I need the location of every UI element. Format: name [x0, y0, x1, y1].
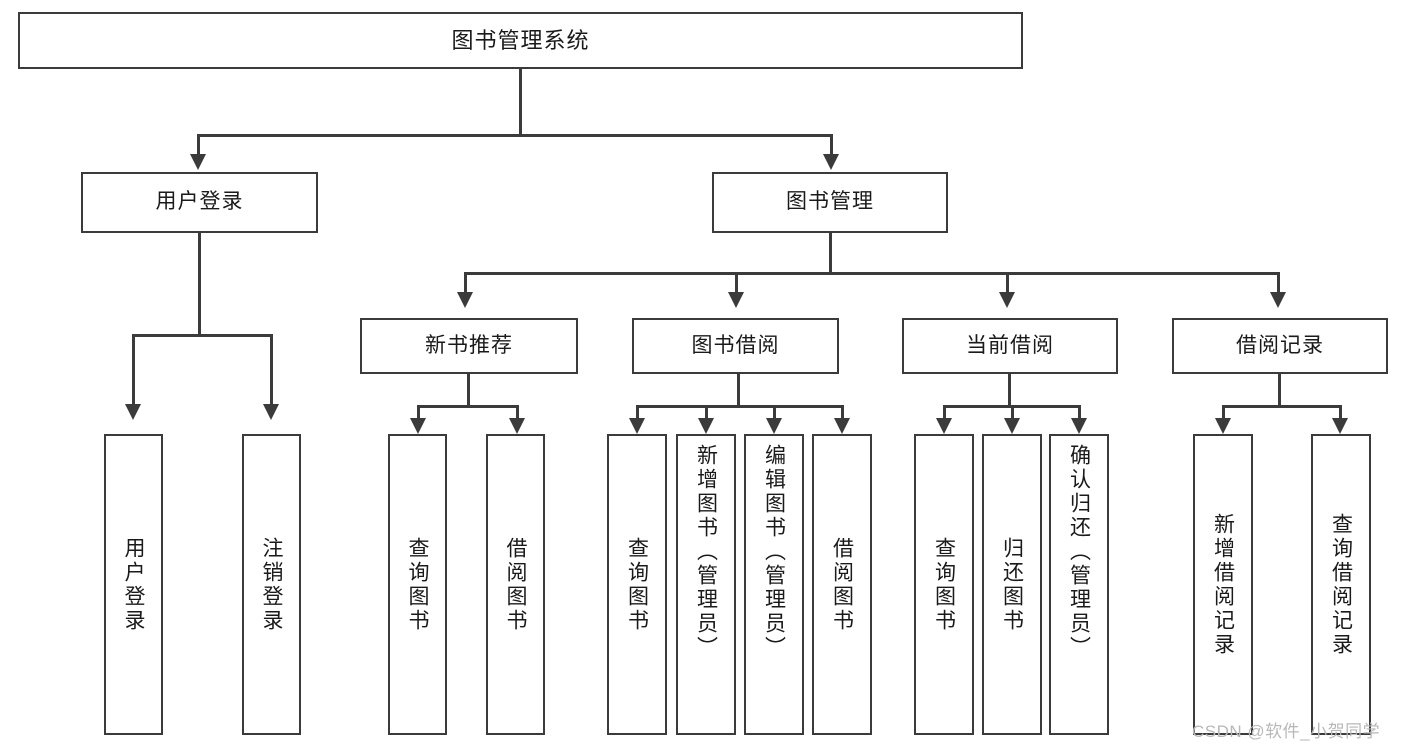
node-book-borrow[interactable]: 图书借阅 [632, 318, 839, 374]
node-label: 图书管理 [786, 190, 874, 214]
node-leaf-query-book-current[interactable]: 查询图书 [914, 434, 974, 735]
edge-new-book-recommend-to-leaf-2 [516, 405, 519, 421]
edge-book-borrow-stem [737, 374, 740, 408]
node-label: 图书借阅 [691, 333, 780, 357]
node-leaf-edit-book-admin[interactable]: 编辑图书（管理员） [744, 434, 804, 735]
edge-root-stem [519, 69, 522, 136]
arrowhead-book-management-to-level2-3 [999, 292, 1015, 308]
edge-book-borrow-to-leaf-4 [841, 405, 844, 421]
node-label: 借阅图书 [504, 536, 528, 633]
edge-book-borrow-to-leaf-3 [773, 405, 776, 421]
node-label: 新增借阅记录 [1211, 512, 1235, 657]
node-leaf-borrow-book[interactable]: 借阅图书 [812, 434, 872, 735]
edge-new-book-recommend-stem [467, 374, 470, 408]
node-label: 查询借阅记录 [1329, 512, 1353, 657]
arrowhead-book-borrow-to-leaf-4 [834, 418, 850, 434]
edge-book-management-to-level2-4 [1277, 272, 1280, 294]
edge-user-login-stem [198, 233, 201, 337]
node-label: 用户登录 [155, 190, 244, 214]
arrowhead-book-borrow-to-leaf-3 [766, 418, 782, 434]
node-book-management[interactable]: 图书管理 [712, 172, 948, 233]
node-leaf-logout[interactable]: 注销登录 [242, 434, 301, 735]
node-label: 新书推荐 [425, 333, 513, 357]
edge-book-borrow-split-bar [636, 405, 844, 408]
arrowhead-root-to-user-login [190, 154, 206, 170]
edge-user-login-to-leaf-1 [132, 334, 135, 406]
arrowhead-book-borrow-to-leaf-2 [698, 418, 714, 434]
arrowhead-user-login-to-leaf-2 [263, 404, 279, 420]
edge-root-to-user-login [197, 134, 200, 158]
edge-borrow-record-to-leaf-1 [1222, 405, 1225, 421]
node-leaf-user-login[interactable]: 用户登录 [104, 434, 163, 735]
edge-book-borrow-to-leaf-2 [705, 405, 708, 421]
edge-book-management-to-level2-3 [1006, 272, 1009, 294]
edge-new-book-recommend-split-bar [417, 405, 519, 408]
node-leaf-confirm-return-admin[interactable]: 确认归还（管理员） [1049, 434, 1109, 735]
arrowhead-book-borrow-to-leaf-1 [629, 418, 645, 434]
arrowhead-borrow-record-to-leaf-1 [1215, 418, 1231, 434]
node-leaf-borrow-book-recommend[interactable]: 借阅图书 [486, 434, 545, 735]
edge-book-management-split-bar [464, 272, 1280, 275]
node-label: 图书管理系统 [451, 27, 590, 53]
edge-root-split-bar [197, 134, 833, 137]
node-label: 借阅记录 [1236, 333, 1324, 357]
edge-current-borrow-to-leaf-2 [1011, 405, 1014, 421]
node-leaf-add-borrow-record[interactable]: 新增借阅记录 [1193, 434, 1253, 735]
edge-new-book-recommend-to-leaf-1 [417, 405, 420, 421]
arrowhead-user-login-to-leaf-1 [125, 404, 141, 420]
edge-borrow-record-to-leaf-2 [1339, 405, 1342, 421]
node-label: 借阅图书 [830, 536, 854, 633]
arrowhead-current-borrow-to-leaf-3 [1071, 418, 1087, 434]
node-label: 编辑图书（管理员） [762, 444, 786, 660]
node-leaf-query-book-borrow[interactable]: 查询图书 [607, 434, 667, 735]
edge-book-management-to-level2-2 [735, 272, 738, 294]
arrowhead-root-to-book-management [823, 154, 839, 170]
edge-book-management-stem [829, 233, 832, 275]
arrowhead-new-book-recommend-to-leaf-2 [509, 418, 525, 434]
edge-current-borrow-to-leaf-3 [1078, 405, 1081, 421]
node-label: 查询图书 [625, 536, 649, 633]
node-new-book-recommend[interactable]: 新书推荐 [360, 318, 578, 374]
edge-book-management-to-level2-1 [464, 272, 467, 294]
node-label: 归还图书 [1000, 536, 1024, 633]
node-leaf-query-borrow-record[interactable]: 查询借阅记录 [1311, 434, 1371, 735]
edge-current-borrow-to-leaf-1 [943, 405, 946, 421]
edge-user-login-to-leaf-2 [270, 334, 273, 406]
node-leaf-query-book-recommend[interactable]: 查询图书 [388, 434, 447, 735]
edge-borrow-record-split-bar [1222, 405, 1342, 408]
node-user-login[interactable]: 用户登录 [81, 172, 318, 233]
node-leaf-add-book-admin[interactable]: 新增图书（管理员） [676, 434, 736, 735]
node-label: 用户登录 [122, 536, 146, 633]
arrowhead-current-borrow-to-leaf-2 [1004, 418, 1020, 434]
csdn-watermark: CSDN @软件_小贺同学 [1192, 722, 1381, 741]
edge-book-borrow-to-leaf-1 [636, 405, 639, 421]
node-borrow-record[interactable]: 借阅记录 [1172, 318, 1388, 374]
arrowhead-current-borrow-to-leaf-1 [936, 418, 952, 434]
arrowhead-book-management-to-level2-4 [1270, 292, 1286, 308]
node-leaf-return-book[interactable]: 归还图书 [982, 434, 1042, 735]
node-label: 查询图书 [932, 536, 956, 633]
node-label: 新增图书（管理员） [694, 444, 718, 660]
arrowhead-borrow-record-to-leaf-2 [1332, 418, 1348, 434]
node-label: 查询图书 [406, 536, 430, 633]
arrowhead-book-management-to-level2-1 [457, 292, 473, 308]
node-root-book-management-system[interactable]: 图书管理系统 [18, 12, 1023, 69]
node-label: 确认归还（管理员） [1067, 444, 1091, 660]
edge-user-login-split-bar [132, 334, 273, 337]
edge-borrow-record-stem [1278, 374, 1281, 408]
arrowhead-new-book-recommend-to-leaf-1 [410, 418, 426, 434]
node-current-borrow[interactable]: 当前借阅 [902, 318, 1118, 374]
node-label: 当前借阅 [966, 333, 1054, 357]
node-label: 注销登录 [260, 536, 284, 633]
arrowhead-book-management-to-level2-2 [728, 292, 744, 308]
edge-root-to-book-management [830, 134, 833, 158]
edge-current-borrow-stem [1008, 374, 1011, 408]
